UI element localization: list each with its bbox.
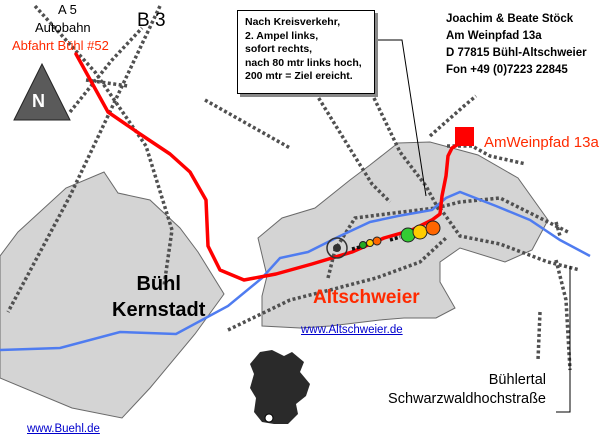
note-leader-line — [376, 39, 427, 197]
exit-label: Abfahrt Bühl #52 — [12, 38, 109, 53]
note-line: sofort rechts, — [245, 43, 313, 55]
autobahn-label: Autobahn — [35, 20, 91, 35]
note-line: nach 80 mtr links hoch, — [245, 56, 362, 69]
buehl-town-area — [0, 171, 225, 419]
traffic-light-icon — [359, 220, 441, 249]
river — [0, 190, 591, 352]
direction-leader-line — [556, 266, 571, 413]
address-line: Joachim & Beate Stöck — [446, 13, 574, 25]
address-line: Am Weinpfad 13a — [446, 30, 542, 42]
buehl-line-2: Kernstadt — [112, 299, 206, 321]
note-line: 2. Ampel links, — [245, 29, 319, 42]
destination-label: AmWeinpfad 13a — [484, 134, 599, 151]
direction-line-1: Bühlertal — [488, 372, 546, 388]
altschweier-label: Altschweier — [313, 287, 420, 308]
note-line: Nach Kreisverkehr, — [245, 16, 341, 28]
altschweier-link[interactable]: www.Altschweier.de — [301, 324, 403, 336]
address-line: Fon +49 (0)7223 22845 — [446, 64, 568, 76]
buehl-link[interactable]: www.Buehl.de — [27, 423, 100, 435]
a5-label: A 5 — [58, 2, 77, 17]
roundabout-icon — [326, 237, 348, 259]
route — [74, 52, 464, 282]
road-network — [6, 4, 581, 371]
address-line: D 77815 Bühl-Altschweier — [446, 47, 587, 59]
note-line: 200 mtr = Ziel ereicht. — [245, 70, 353, 82]
germany-outline-icon — [250, 350, 310, 424]
direction-label: Bühlertal Schwarzwaldhochstraße — [370, 371, 546, 409]
direction-line-2: Schwarzwaldhochstraße — [388, 391, 546, 407]
north-arrow-icon — [13, 62, 71, 121]
traffic-light-poles — [351, 235, 401, 251]
address-block: Joachim & Beate Stöck Am Weinpfad 13a D … — [446, 11, 587, 79]
destination-marker-icon — [455, 127, 474, 146]
buehl-label: Bühl Kernstadt — [112, 271, 205, 323]
directions-note: Nach Kreisverkehr, 2. Ampel links, sofor… — [237, 10, 375, 94]
b3-label: B 3 — [137, 10, 166, 31]
north-letter: N — [32, 91, 45, 111]
buehl-line-1: Bühl — [136, 273, 181, 295]
